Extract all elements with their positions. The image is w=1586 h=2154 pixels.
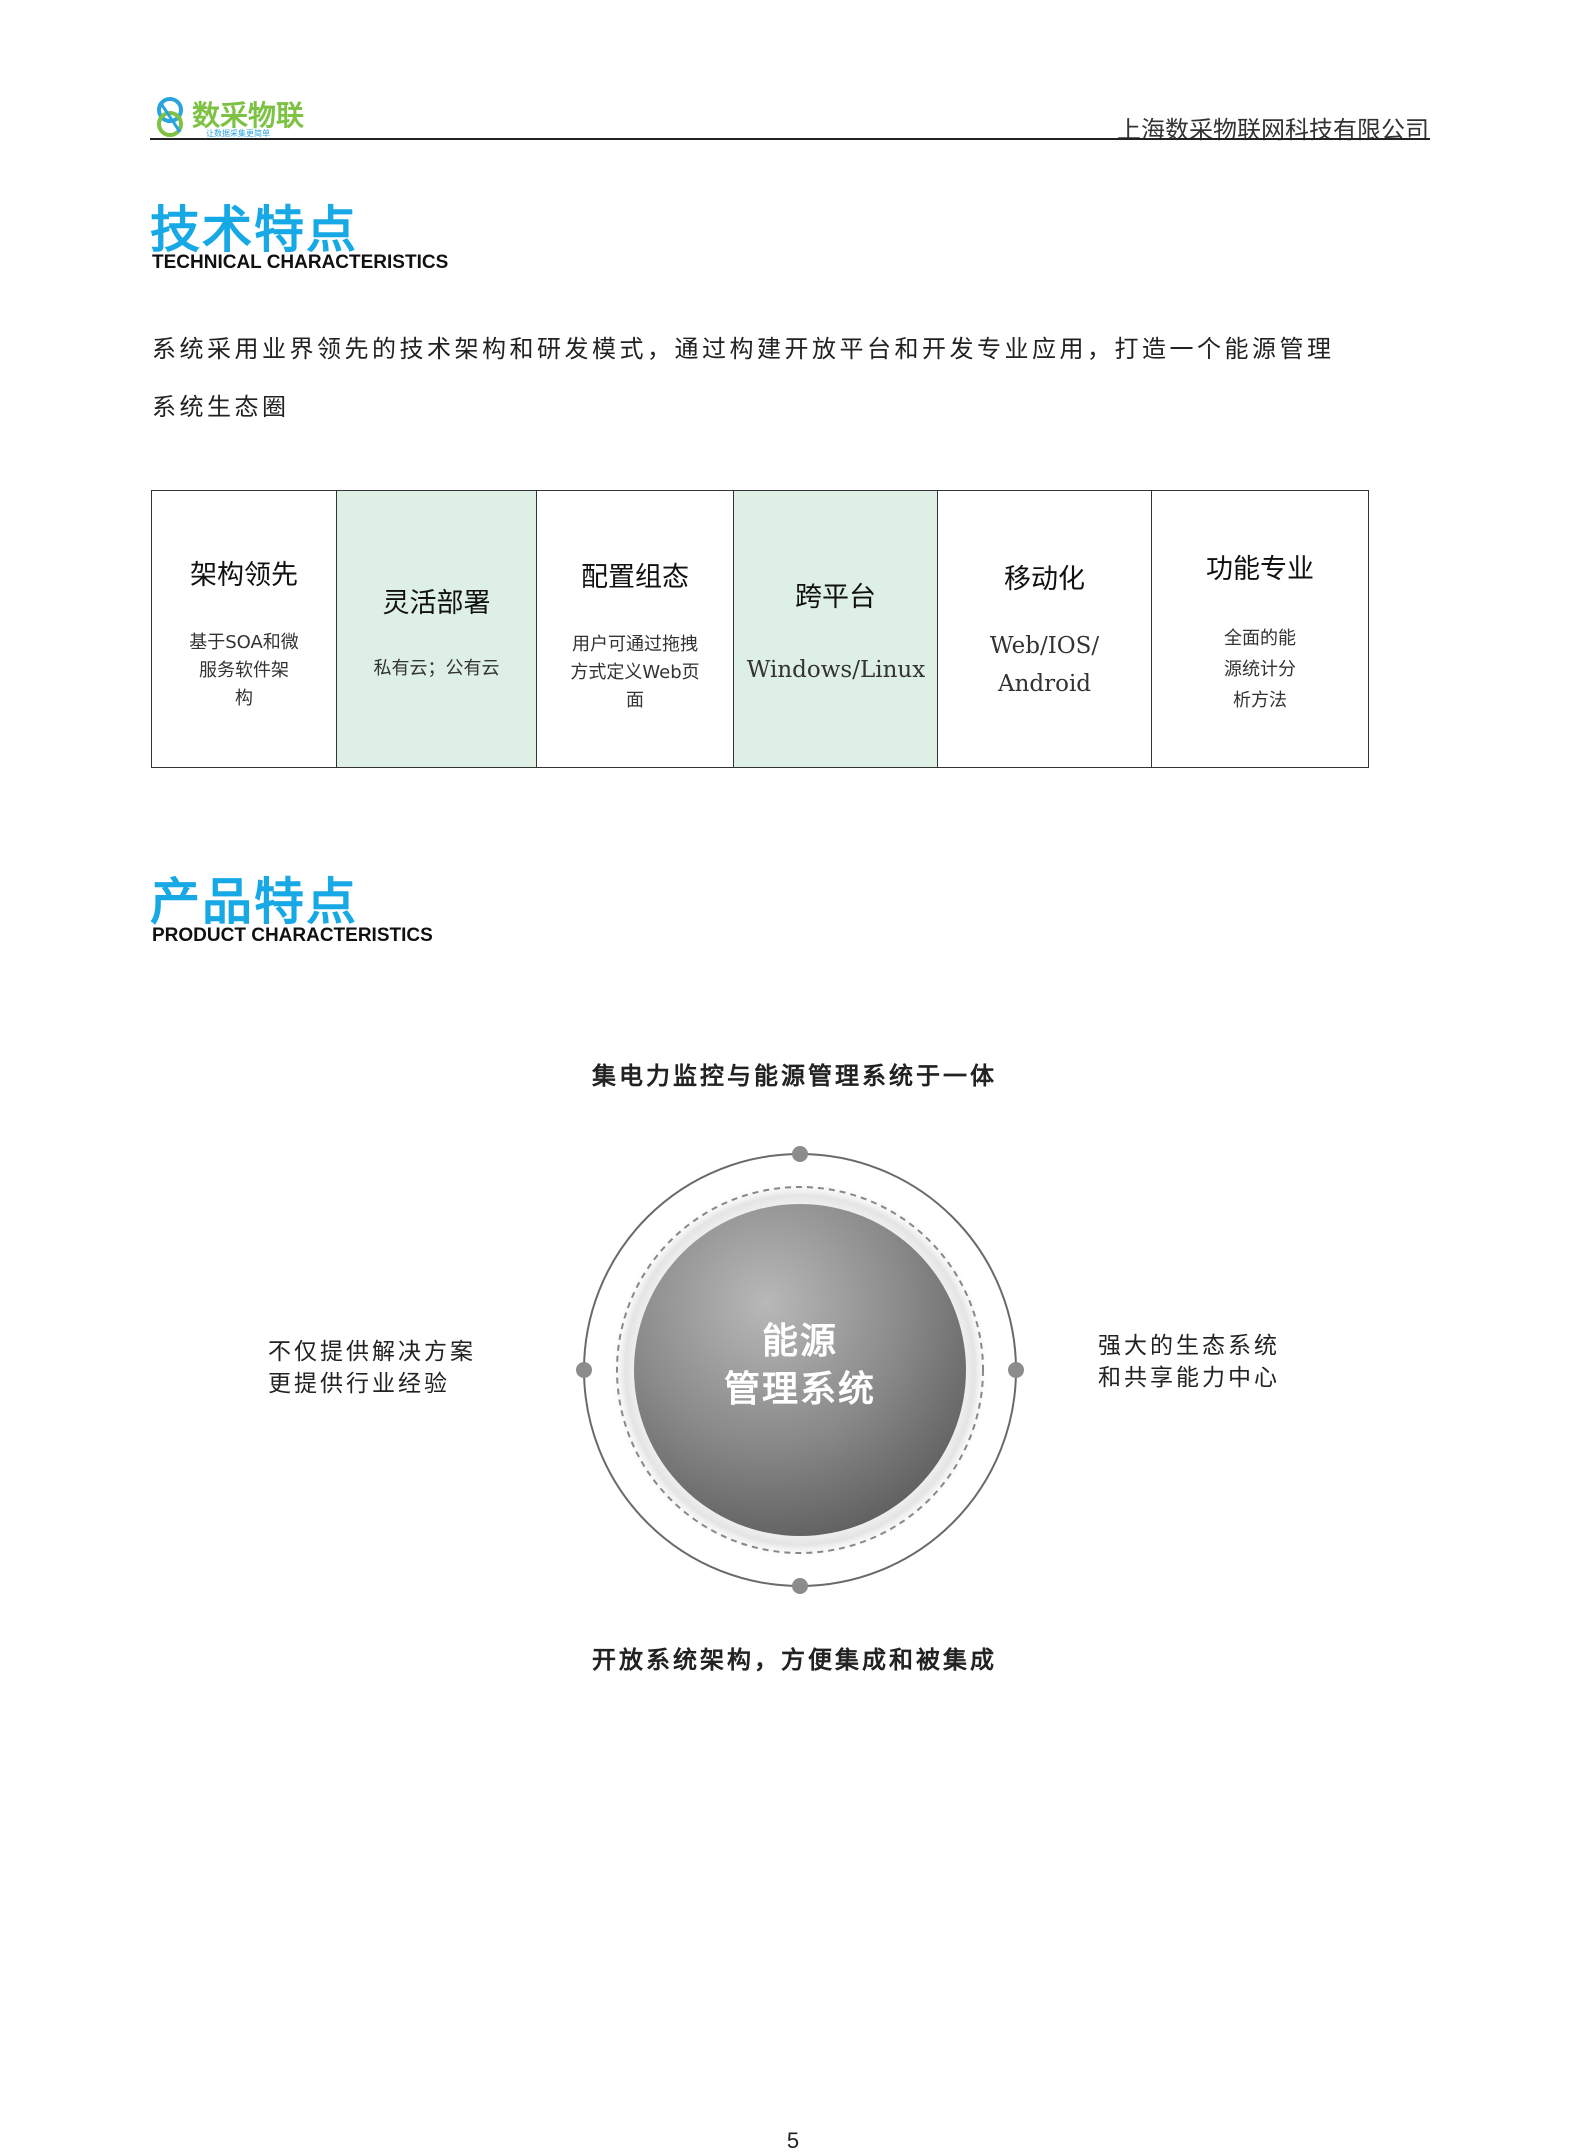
feature-title: 架构领先 [190, 560, 298, 591]
feature-title: 配置组态 [581, 562, 689, 593]
intro-line-2: 系统生态圈 [152, 393, 290, 421]
diagram-center-label: 能源 管理系统 [723, 1321, 876, 1410]
right-node [1008, 1362, 1024, 1378]
feature-cell-deployment: 灵活部署 私有云；公有云 [337, 491, 537, 767]
feature-table: 架构领先 基于SOA和微 服务软件架 构 灵活部署 私有云；公有云 配置组态 用… [151, 490, 1369, 768]
tech-intro-paragraph: 系统采用业界领先的技术架构和研发模式，通过构建开放平台和开发专业应用，打造一个能… [152, 320, 1412, 436]
product-section-title: 产品特点 [150, 873, 358, 931]
diagram-top-label: 集电力监控与能源管理系统于一体 [592, 1062, 997, 1090]
feature-desc: 私有云；公有云 [373, 658, 500, 679]
feature-desc: 基于SOA和微 服务软件架 构 [189, 632, 299, 709]
diagram-left-label: 不仅提供解决方案 更提供行业经验 [268, 1339, 476, 1397]
logo-mark-icon [157, 97, 183, 137]
dashed-ring [616, 1186, 984, 1554]
feature-cell-configuration: 配置组态 用户可通过拖拽 方式定义Web页 面 [537, 491, 734, 767]
energy-system-diagram [576, 1146, 1024, 1594]
company-logo: 数采物联 让数据采集更简单 [150, 92, 310, 142]
top-node [792, 1146, 808, 1162]
center-sphere [634, 1204, 966, 1536]
feature-desc: Windows/Linux [746, 657, 926, 683]
diagram-right-label: 强大的生态系统 和共享能力中心 [1098, 1333, 1280, 1391]
header-divider [150, 138, 1430, 140]
feature-cell-professional: 功能专业 全面的能 源统计分 析方法 [1152, 491, 1368, 767]
feature-desc: Web/IOS/ Android [989, 633, 1100, 697]
feature-cell-cross-platform: 跨平台 Windows/Linux [734, 491, 938, 767]
logo-slogan: 让数据采集更简单 [206, 129, 270, 138]
left-node [576, 1362, 592, 1378]
diagram-bottom-label: 开放系统架构，方便集成和被集成 [592, 1646, 997, 1674]
tech-section-title: 技术特点 [150, 201, 358, 259]
feature-title: 灵活部署 [382, 588, 491, 619]
logo-text: 数采物联 [192, 99, 305, 132]
feature-desc: 用户可通过拖拽 方式定义Web页 面 [570, 634, 700, 711]
bottom-node [792, 1578, 808, 1594]
feature-title: 移动化 [1004, 564, 1085, 595]
feature-title: 功能专业 [1206, 554, 1314, 585]
page-number: 5 [786, 2128, 800, 2153]
feature-cell-mobile: 移动化 Web/IOS/ Android [938, 491, 1152, 767]
feature-title: 跨平台 [795, 582, 876, 613]
tech-section-subtitle: TECHNICAL CHARACTERISTICS [152, 252, 449, 273]
product-section-subtitle: PRODUCT CHARACTERISTICS [152, 925, 433, 946]
feature-desc: 全面的能 源统计分 析方法 [1224, 628, 1296, 711]
feature-cell-architecture: 架构领先 基于SOA和微 服务软件架 构 [152, 491, 337, 767]
intro-line-1: 系统采用业界领先的技术架构和研发模式，通过构建开放平台和开发专业应用，打造一个能… [152, 335, 1335, 363]
